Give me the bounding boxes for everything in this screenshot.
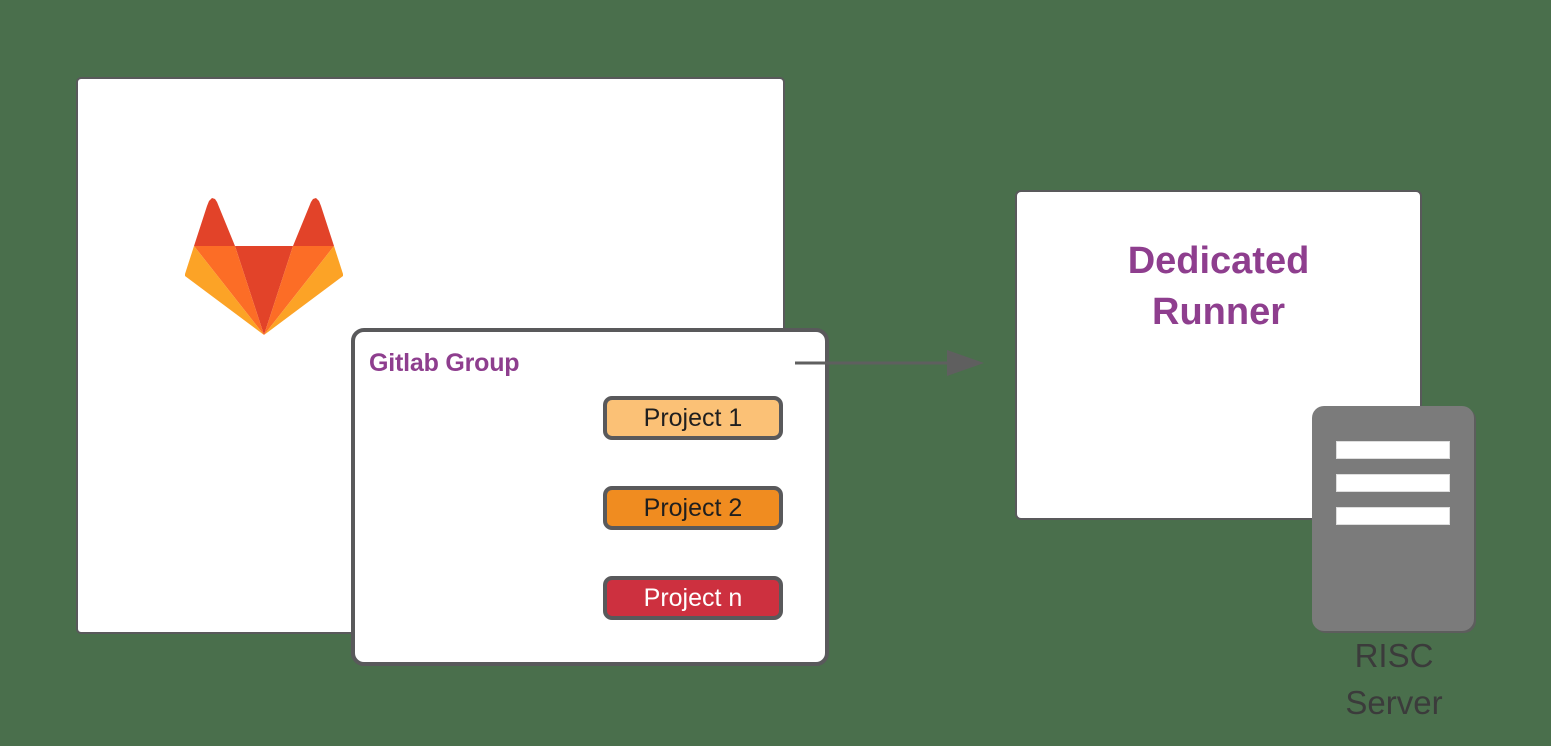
gitlab-tanuki-logo-icon bbox=[185, 198, 343, 335]
server-rack-icon bbox=[1312, 406, 1474, 631]
server-slot-3 bbox=[1336, 507, 1450, 525]
server-body bbox=[1312, 406, 1474, 631]
dedicated-runner-title-line-2: Runner bbox=[1152, 290, 1285, 333]
project-node-2[interactable]: Project 2 bbox=[603, 486, 783, 530]
gitlab-card: Gitlab Group Project 1 Project 2 Project… bbox=[76, 77, 829, 666]
server-slot-2 bbox=[1336, 474, 1450, 492]
gitlab-group-box: Gitlab Group Project 1 Project 2 Project… bbox=[351, 328, 829, 666]
server-label-line-1: RISC bbox=[1354, 637, 1434, 674]
project-node-1[interactable]: Project 1 bbox=[603, 396, 783, 440]
dedicated-runner-title-line-1: Dedicated bbox=[1127, 240, 1310, 282]
gitlab-group-title: Gitlab Group bbox=[369, 349, 520, 377]
server-slot-1 bbox=[1336, 441, 1450, 459]
server-label-line-2: Server bbox=[1345, 683, 1443, 721]
project-node-n[interactable]: Project n bbox=[603, 576, 783, 620]
arrow-right-icon bbox=[795, 350, 984, 376]
dedicated-runner-title: Dedicated Runner bbox=[1017, 236, 1420, 337]
server-label: RISC Server bbox=[1294, 633, 1494, 727]
